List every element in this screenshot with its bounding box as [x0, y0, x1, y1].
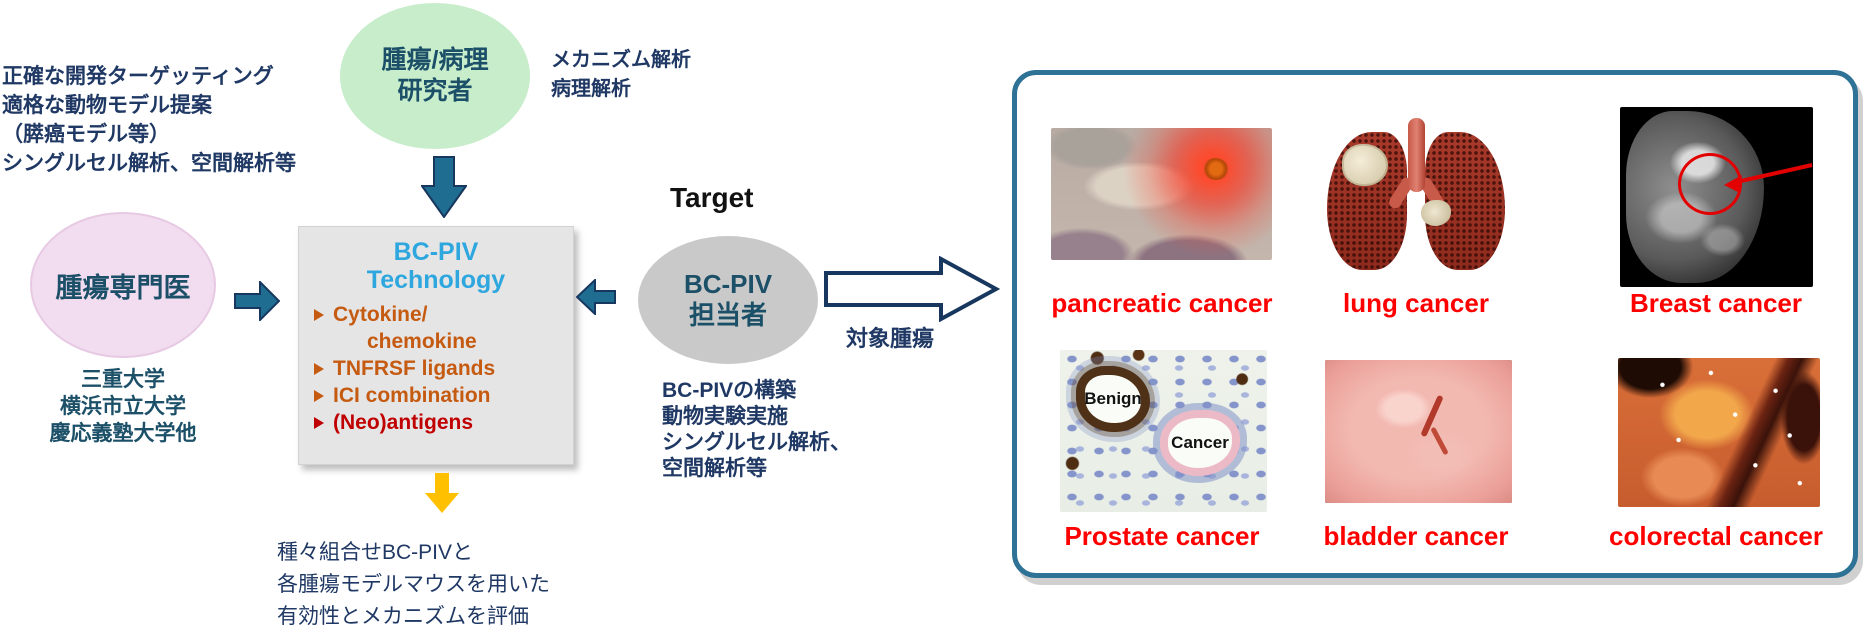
lung-cancer-image: [1325, 118, 1507, 275]
modality-bullet-list: Cytokine/ chemokine TNFRSF ligands ICI c…: [299, 301, 573, 436]
researcher-analysis-notes: メカニズム解析 病理解析: [551, 46, 691, 104]
cancer-label: Breast cancer: [1630, 288, 1802, 318]
note-line: シングルセル解析、空間解析等: [2, 152, 296, 175]
cancer-label: lung cancer: [1343, 288, 1489, 318]
task-line: 空間解析等: [662, 457, 767, 480]
task-line: シングルセル解析、: [662, 431, 851, 454]
arrow-down-yellow-icon: [425, 473, 459, 513]
note-line: 有効性とメカニズムを評価: [277, 605, 529, 628]
target-tumor-arrow-label: 対象腫瘍: [846, 326, 935, 351]
tumor-spot: [1342, 144, 1388, 186]
bladder-cancer-image: [1325, 360, 1512, 503]
box-title: BC-PIV Technology: [299, 238, 573, 294]
development-capability-notes: 正確な開発ターゲッティング 適格な動物モデル提案 （膵癌モデル等） シングルセル…: [2, 62, 296, 178]
colorectal-cancer-image: [1618, 358, 1820, 507]
note-line: メカニズム解析: [551, 49, 691, 71]
cancer-label: bladder cancer: [1323, 521, 1509, 551]
bullet-text: Cytokine/: [333, 303, 428, 326]
bullet-item: Cytokine/ chemokine: [312, 301, 573, 355]
annotation-arrow-icon: [1724, 163, 1813, 193]
prostate-cancer-image: Benign Cancer: [1060, 350, 1267, 512]
institution-list: 三重大学 横浜市立大学 慶応義塾大学他: [18, 366, 228, 447]
bcpiv-staff-ellipse: BC-PIV 担当者: [638, 236, 818, 364]
task-line: 動物実験実施: [662, 405, 788, 428]
annotation-text: Cancer: [1171, 433, 1229, 452]
bullet-arrow-icon: [314, 363, 324, 375]
evaluation-notes: 種々組合せBC-PIVと 各腫瘍モデルマウスを用いた 有効性とメカニズムを評価: [277, 537, 550, 633]
institution: 三重大学: [81, 368, 165, 391]
ellipse-label-line: 研究者: [397, 77, 473, 105]
box-title-line: BC-PIV: [393, 238, 479, 266]
note-line: 種々組合せBC-PIVと: [277, 541, 474, 564]
bullet-arrow-icon: [314, 417, 324, 429]
ellipse-label-line: 担当者: [688, 300, 767, 330]
annotation-text: Benign: [1084, 389, 1142, 408]
oncologist-ellipse: 腫瘍専門医: [30, 212, 216, 358]
bullet-arrow-icon: [314, 309, 324, 321]
target-cancer-panel: pancreatic cancer lung cancer Breast can…: [1012, 70, 1858, 578]
task-line: BC-PIVの構築: [662, 379, 797, 402]
arrow-left-icon: [576, 279, 616, 315]
arrow-down-icon: [421, 156, 467, 218]
bullet-text: ICI combination: [333, 384, 491, 407]
bullet-text: TNFRSF ligands: [333, 357, 496, 380]
cancer-gland-annotation: Cancer: [1160, 410, 1240, 476]
ellipse-label: 腫瘍専門医: [55, 272, 191, 303]
arrow-right-icon: [234, 281, 280, 321]
bullet-arrow-icon: [314, 390, 324, 402]
target-heading: Target: [670, 182, 754, 213]
institution: 慶応義塾大学他: [49, 422, 197, 445]
bullet-item: TNFRSF ligands: [312, 355, 573, 382]
box-title-line: Technology: [366, 266, 506, 294]
breast-cancer-image: [1620, 107, 1813, 287]
bullet-text: chemokine: [367, 330, 477, 353]
arrow-right-outline-icon: [824, 256, 1000, 322]
bullet-item: ICI combination: [312, 382, 573, 409]
bullet-text: (Neo)antigens: [333, 411, 474, 434]
cancer-label: Prostate cancer: [1064, 521, 1260, 551]
ellipse-label-line: 腫瘍/病理: [381, 46, 489, 74]
ellipse-label-line: BC-PIV: [683, 269, 773, 299]
note-line: 病理解析: [551, 78, 631, 100]
note-line: （膵癌モデル等）: [2, 123, 170, 146]
tumor-pathology-researcher-ellipse: 腫瘍/病理 研究者: [340, 3, 530, 149]
staff-task-list: BC-PIVの構築 動物実験実施 シングルセル解析、 空間解析等: [662, 378, 851, 482]
cancer-label: pancreatic cancer: [1051, 288, 1273, 318]
institution: 横浜市立大学: [60, 395, 186, 418]
bullet-item: (Neo)antigens: [312, 409, 573, 436]
bcpiv-technology-box: BC-PIV Technology Cytokine/ chemokine TN…: [298, 226, 574, 465]
trachea: [1408, 118, 1425, 192]
cancer-label: colorectal cancer: [1609, 521, 1823, 551]
note-line: 正確な開発ターゲッティング: [2, 65, 274, 88]
note-line: 各腫瘍モデルマウスを用いた: [277, 573, 550, 596]
endoscopy-view: [1325, 360, 1512, 503]
tumor-spot: [1421, 200, 1451, 226]
benign-gland-annotation: Benign: [1076, 366, 1150, 432]
tumor-spot: [1203, 158, 1229, 180]
note-line: 適格な動物モデル提案: [2, 94, 212, 117]
pancreatic-cancer-image: [1051, 128, 1272, 260]
